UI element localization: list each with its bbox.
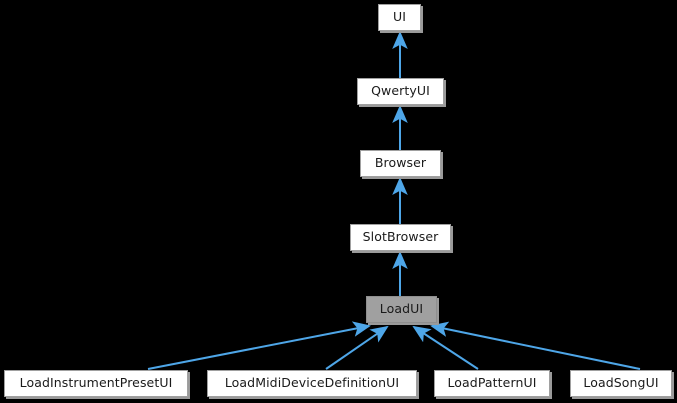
inheritance-arrow (147, 321, 371, 370)
node-label-loadinstrumentpresetui: LoadInstrumentPresetUI (19, 375, 173, 391)
node-slotbrowser[interactable]: SlotBrowser (350, 224, 451, 251)
node-loadinstrumentpresetui[interactable]: LoadInstrumentPresetUI (4, 370, 188, 397)
node-label-loadmididevicedefinitionui: LoadMidiDeviceDefinitionUI (224, 375, 400, 391)
node-label-qwertyui: QwertyUI (371, 83, 430, 99)
node-qwertyui[interactable]: QwertyUI (357, 78, 444, 105)
inheritance-arrow (430, 321, 641, 370)
inheritance-arrow (412, 325, 479, 370)
node-label-browser: Browser (374, 155, 427, 171)
inheritance-arrow (325, 325, 389, 370)
node-ui[interactable]: UI (378, 4, 421, 31)
node-label-slotbrowser: SlotBrowser (362, 229, 439, 245)
node-loadmididevicedefinitionui[interactable]: LoadMidiDeviceDefinitionUI (207, 370, 417, 397)
node-label-ui: UI (392, 9, 407, 25)
node-label-loadsongui: LoadSongUI (583, 375, 659, 391)
node-label-loadpatternui: LoadPatternUI (447, 375, 537, 391)
node-loadui[interactable]: LoadUI (366, 296, 437, 323)
node-label-loadui: LoadUI (379, 301, 424, 317)
node-loadsongui[interactable]: LoadSongUI (570, 370, 672, 397)
node-browser[interactable]: Browser (360, 150, 441, 177)
node-loadpatternui[interactable]: LoadPatternUI (434, 370, 550, 397)
